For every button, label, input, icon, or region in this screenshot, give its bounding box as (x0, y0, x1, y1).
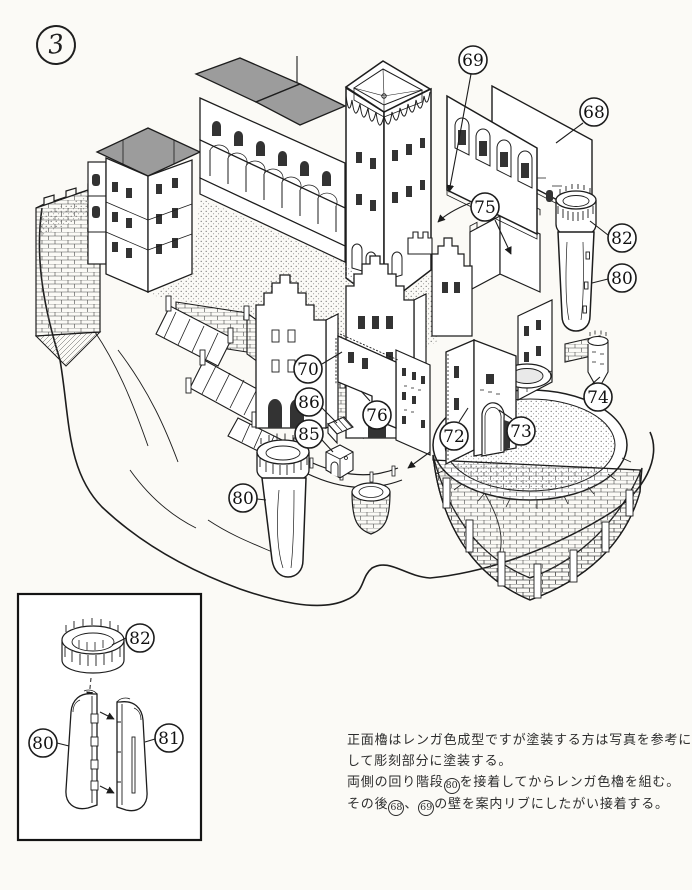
svg-text:82: 82 (611, 229, 633, 249)
svg-text:82: 82 (129, 629, 151, 649)
instruction-text-block: 正面櫓はレンガ色成型ですが塗装する方は写真を参考に して彫刻部分に塗装する。 両… (347, 730, 692, 816)
circled-part-number: 68 (388, 799, 405, 816)
svg-text:80: 80 (32, 734, 54, 754)
inset-part-81-half (116, 697, 148, 812)
circled-part-number: 69 (418, 799, 435, 816)
svg-text:85: 85 (298, 425, 320, 445)
callout-68: 68 (579, 97, 609, 127)
callout-72: 72 (439, 421, 469, 451)
callout-82: 82 (607, 223, 637, 253)
inset-leader-lines (56, 637, 156, 747)
callout-76: 76 (362, 400, 392, 430)
svg-text:76: 76 (366, 406, 388, 426)
turret-part-74 (564, 330, 609, 392)
instruction-line-2: して彫刻部分に塗装する。 (347, 754, 513, 769)
step-number: 3 (46, 29, 66, 61)
inset-part-80-half (65, 689, 99, 810)
gatehouse (395, 299, 553, 466)
circled-part-number: 80 (443, 777, 460, 794)
callout-80-left: 80 (228, 483, 258, 513)
stub-tower (351, 482, 391, 535)
callout-69: 69 (458, 45, 488, 75)
inset-callout-80: 80 (28, 728, 58, 758)
callout-74: 74 (583, 382, 613, 412)
right-tower (555, 184, 597, 332)
left-tower (256, 433, 310, 578)
inset-callout-82: 82 (125, 623, 155, 653)
left-building (87, 127, 202, 293)
inset-part-82-ring (61, 618, 125, 674)
svg-text:81: 81 (158, 729, 180, 749)
svg-text:74: 74 (587, 388, 609, 408)
gable-wall-small (431, 237, 473, 337)
callout-86: 86 (294, 387, 324, 417)
callout-75: 75 (470, 192, 500, 222)
keep-tower (344, 60, 432, 308)
inset-callout-81: 81 (154, 723, 184, 753)
svg-text:73: 73 (510, 422, 532, 442)
callout-70: 70 (293, 354, 323, 384)
svg-text:72: 72 (443, 427, 465, 447)
arcade-building (194, 56, 347, 263)
callouts-main: 69 68 75 82 80 74 70 86 85 76 72 73 80 (228, 45, 637, 513)
instruction-line-1: 正面櫓はレンガ色成型ですが塗装する方は写真を参考に (347, 733, 692, 748)
callout-73: 73 (506, 416, 536, 446)
part-85-block (325, 444, 354, 479)
wall-panel-69 (446, 94, 538, 240)
svg-text:69: 69 (462, 51, 484, 71)
svg-text:80: 80 (232, 489, 254, 509)
inset-box: 82 80 81 (16, 592, 203, 842)
left-cliff (34, 180, 102, 367)
callout-85: 85 (294, 419, 324, 449)
svg-text:75: 75 (474, 198, 496, 218)
svg-text:68: 68 (583, 103, 605, 123)
part-86-roof-wedge (327, 416, 354, 445)
leader-lines (256, 73, 609, 501)
svg-text:80: 80 (611, 269, 633, 289)
callout-80-right: 80 (607, 263, 637, 293)
svg-text:70: 70 (297, 360, 319, 380)
svg-text:86: 86 (298, 393, 320, 413)
